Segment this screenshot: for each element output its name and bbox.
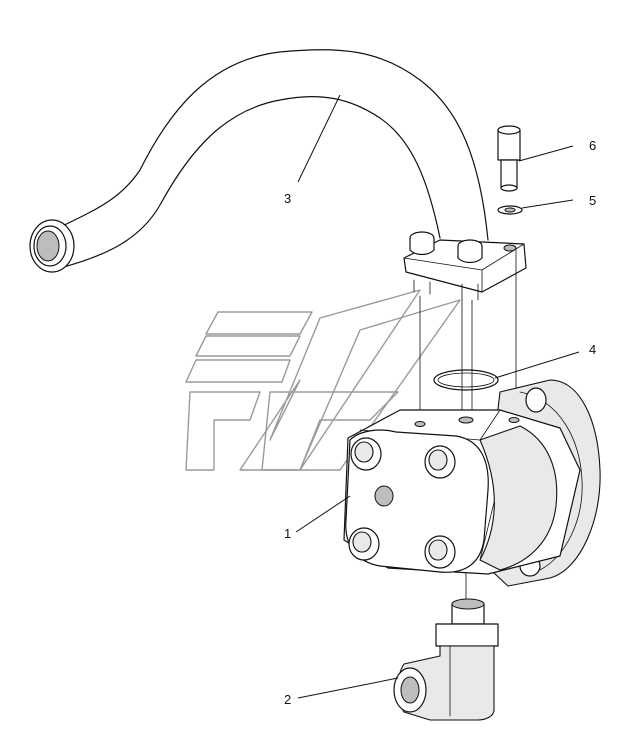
callout-2: 2 <box>284 692 291 707</box>
callout-5: 5 <box>589 193 596 208</box>
pump-bolt <box>350 437 382 471</box>
leader-5 <box>521 199 574 209</box>
pump-bolt <box>424 535 456 569</box>
pump-bolt <box>348 527 380 561</box>
leader-6 <box>518 145 574 162</box>
elbow-fitting-part-2 <box>393 598 499 721</box>
callout-6: 6 <box>589 138 596 153</box>
callout-4: 4 <box>589 342 596 357</box>
washer-part-5 <box>497 205 523 215</box>
o-ring-part-4 <box>433 369 499 391</box>
hose-pipe <box>29 49 489 273</box>
leader-4 <box>494 351 580 379</box>
leader-2 <box>297 677 399 699</box>
hose-flange <box>403 231 527 301</box>
bolt-part-6 <box>497 125 521 192</box>
callout-1: 1 <box>284 526 291 541</box>
pump-body-part-1 <box>343 379 601 587</box>
leader-lines <box>295 94 580 699</box>
callout-labels: 3 6 5 4 1 2 <box>284 138 596 707</box>
watermark-logo <box>185 289 461 471</box>
pump-bolt <box>424 445 456 479</box>
leader-3 <box>297 94 341 183</box>
leader-1 <box>295 495 351 533</box>
callout-3: 3 <box>284 191 291 206</box>
assembly-lines <box>419 249 517 605</box>
